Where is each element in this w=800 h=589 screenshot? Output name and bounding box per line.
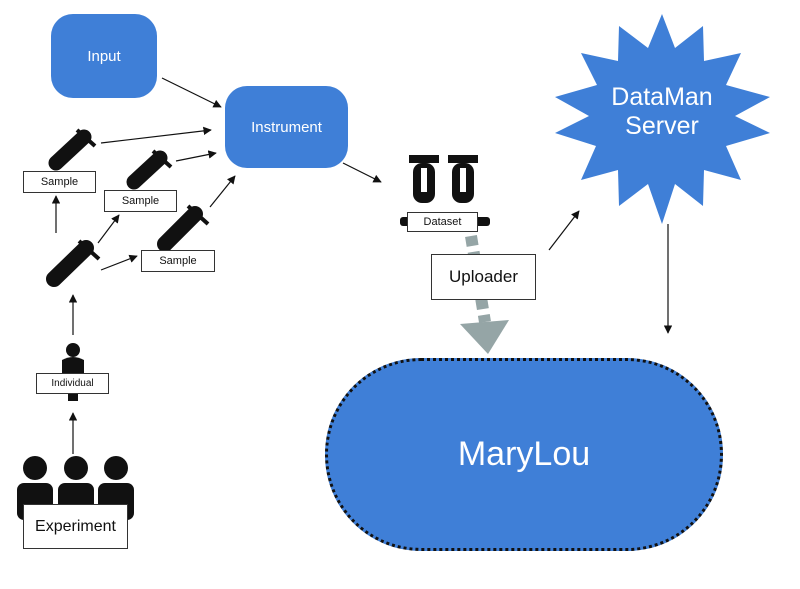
dataman-label-line1: DataMan [611,83,713,111]
individual-label: Individual [36,373,109,394]
sample-label-1: Sample [23,171,96,193]
test-tube-icon [48,128,97,171]
arrow-sample2-to-instrument [175,150,217,162]
test-tube-icon [157,204,210,252]
arrow-instrument-to-dataset [342,162,382,183]
marylou-node[interactable]: MaryLou [325,358,723,551]
arrow-tube-to-sample3 [100,254,138,271]
arrow-tube-to-sample2 [97,214,120,244]
dataman-server-starburst[interactable] [555,14,770,224]
sample-label-3: Sample [141,250,215,272]
arrow-uploader-to-dataman [548,210,580,251]
test-tube-icon [46,239,101,287]
dataset-label: Dataset [407,212,478,232]
person-icon [62,343,84,401]
sample-label-2: Sample [104,190,177,212]
dataman-server-label: DataMan Server [592,83,732,143]
dataman-label-line2: Server [625,112,699,140]
input-node[interactable]: Input [51,14,157,98]
test-tube-icon [126,149,173,190]
instrument-node[interactable]: Instrument [225,86,348,168]
upload-arrow [460,235,509,354]
arrow-sample3-to-instrument [209,175,236,208]
experiment-label: Experiment [23,504,128,549]
arrow-input-to-instrument [161,77,222,108]
arrow-sample1-to-instrument [100,126,212,144]
uploader-node[interactable]: Uploader [431,254,536,300]
